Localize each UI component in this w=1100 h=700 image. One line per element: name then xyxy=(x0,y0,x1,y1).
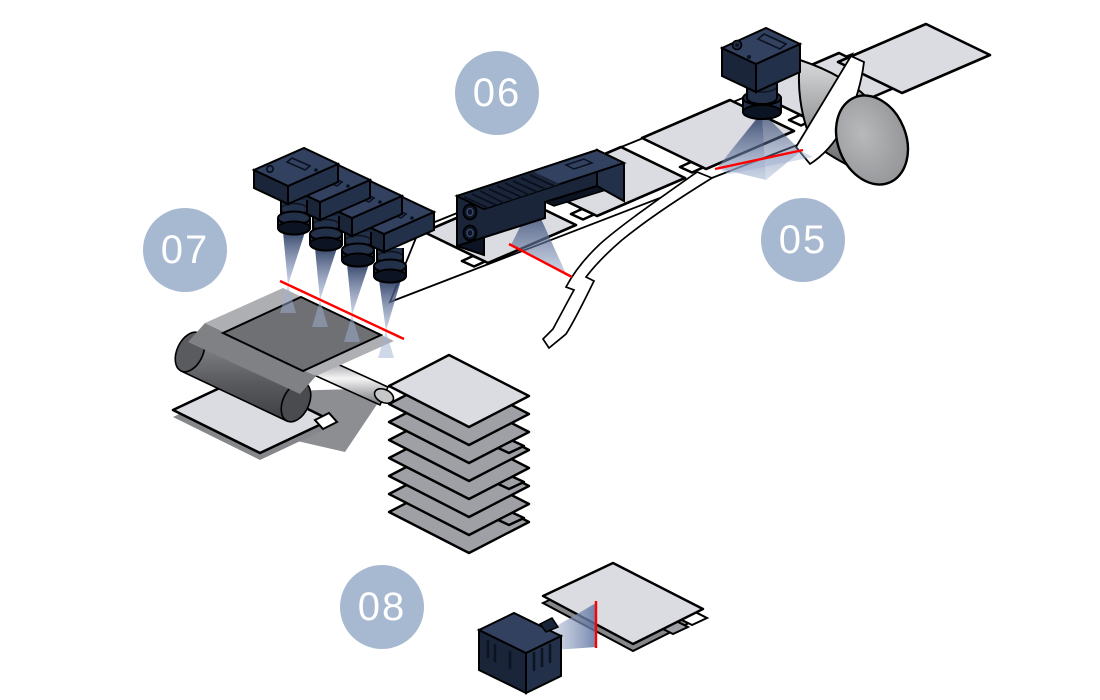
beam-07-1 xyxy=(283,232,305,285)
cell-top-sheet xyxy=(541,561,705,646)
line-scan-sensor-06 xyxy=(454,148,627,257)
sensor-06-lens-2 xyxy=(462,224,478,242)
beam-07-2 xyxy=(315,248,337,300)
end-roller xyxy=(794,54,910,186)
stack-layer-top xyxy=(387,353,531,429)
beam-07-2-tail xyxy=(312,300,328,327)
beam-07-4-tail xyxy=(378,331,394,358)
station-badge-05-label: 05 xyxy=(778,217,828,262)
scan-line-06 xyxy=(508,242,573,279)
beam-05 xyxy=(717,112,813,180)
roller-face xyxy=(834,94,910,186)
sensor-08-vent-slots xyxy=(486,639,552,672)
station-badge-07-label: 07 xyxy=(160,227,210,272)
camera-05 xyxy=(719,26,803,120)
beam-07-3 xyxy=(347,264,369,315)
sensor-08-top-face xyxy=(476,611,564,655)
sensor-06-lens-1 xyxy=(462,203,478,221)
edge-sensor-08 xyxy=(476,611,564,695)
beam-07-1-tail xyxy=(280,285,296,313)
separated-sheet-tab xyxy=(313,411,339,431)
beams-07 xyxy=(280,232,401,358)
web-coated-area xyxy=(220,295,384,373)
stacked-cell-sheet-08 xyxy=(540,561,710,653)
edge-trim-web xyxy=(541,171,714,350)
station-badge-06: 06 xyxy=(455,51,539,135)
station-badge-08: 08 xyxy=(340,565,424,649)
camera-05-port xyxy=(756,33,788,50)
vent-grille-lines xyxy=(463,174,555,209)
station-badge-05: 05 xyxy=(761,198,845,282)
station-badge-07: 07 xyxy=(143,208,227,292)
web-roller-dark xyxy=(174,331,312,423)
station-badge-08-label: 08 xyxy=(357,584,407,629)
web-wrap-front xyxy=(188,323,316,394)
sensor-08-notch xyxy=(538,617,560,633)
sensor-06-port xyxy=(564,158,594,170)
sheet-stack xyxy=(387,353,531,555)
web-roller-silver xyxy=(312,355,395,407)
scan-line-05 xyxy=(714,148,804,171)
beam-07-3-tail xyxy=(344,315,360,342)
conveyor-sheet xyxy=(836,22,992,95)
station-badge-06-label: 06 xyxy=(472,70,522,115)
beam-07-4 xyxy=(379,280,401,331)
inspection-web-07 xyxy=(171,288,395,460)
scan-line-07 xyxy=(279,279,405,341)
